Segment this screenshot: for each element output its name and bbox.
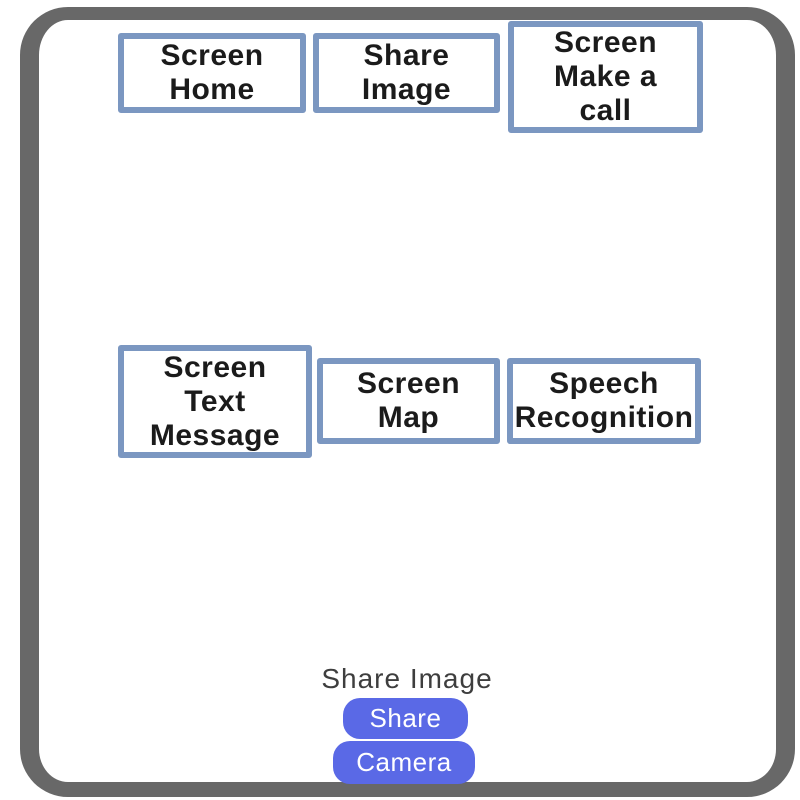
- screen-box-speech-recognition[interactable]: Speech Recognition: [507, 358, 701, 444]
- screen-box-map[interactable]: Screen Map: [317, 358, 500, 444]
- panel-title-share-image: Share Image: [321, 663, 493, 694]
- screen-box-home[interactable]: Screen Home: [118, 33, 306, 113]
- share-button[interactable]: Share: [343, 698, 468, 739]
- screen-box-make-a-call[interactable]: Screen Make a call: [508, 21, 703, 133]
- phone-frame: [20, 7, 795, 797]
- screen-box-share-image[interactable]: Share Image: [313, 33, 500, 113]
- camera-button[interactable]: Camera: [333, 741, 475, 784]
- screen-box-text-message[interactable]: Screen Text Message: [118, 345, 312, 458]
